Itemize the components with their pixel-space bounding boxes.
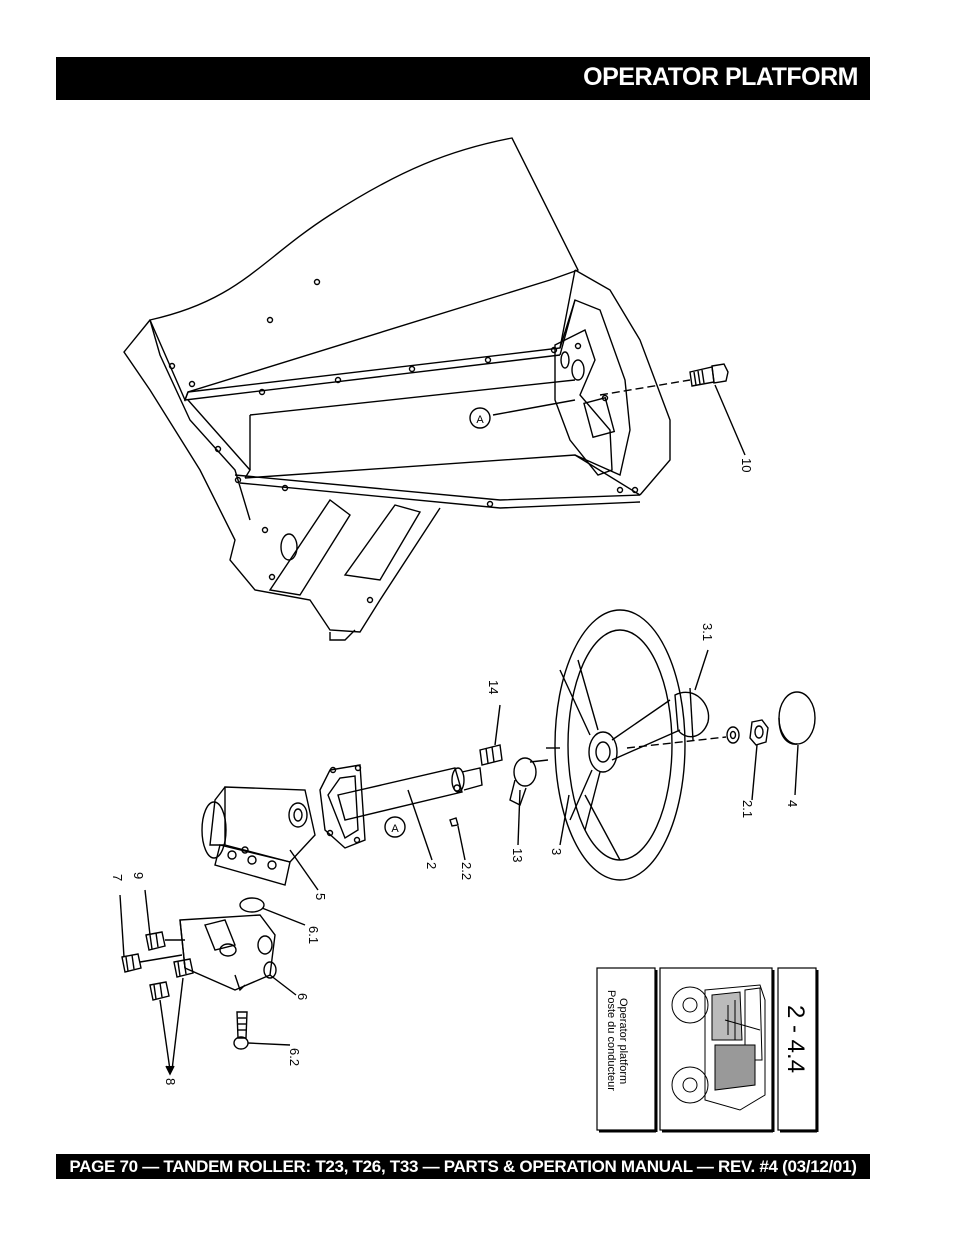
section-number: 2 - 4.4 bbox=[782, 1005, 809, 1073]
reference-a-upper: A bbox=[469, 407, 491, 429]
nut-washer-cap bbox=[626, 691, 816, 801]
callout-labels: 10 3.1 14 2.1 4 3 13 2.2 2 5 6.1 6 6.2 9… bbox=[110, 458, 800, 1085]
callout-6: 6 bbox=[295, 993, 310, 1000]
bolt-14-clamp-13 bbox=[479, 704, 537, 846]
page-header: OPERATOR PLATFORM bbox=[56, 57, 870, 100]
svg-text:A: A bbox=[476, 414, 484, 426]
svg-text:A: A bbox=[391, 823, 399, 835]
callout-7: 7 bbox=[110, 874, 125, 881]
page-title: OPERATOR PLATFORM bbox=[583, 63, 858, 91]
o-ring-6-1 bbox=[239, 897, 306, 926]
machine-thumbnail bbox=[671, 984, 766, 1111]
steering-wheel-3 bbox=[529, 609, 686, 881]
knob-3-1 bbox=[674, 649, 710, 741]
callout-8: 8 bbox=[163, 1078, 178, 1085]
fittings bbox=[119, 889, 194, 1076]
leader-lines bbox=[559, 794, 570, 846]
callout-4: 4 bbox=[785, 800, 800, 807]
callout-13: 13 bbox=[510, 848, 525, 862]
footer-text: PAGE 70 — TANDEM ROLLER: T23, T26, T33 —… bbox=[69, 1157, 857, 1176]
callout-2-1: 2.1 bbox=[740, 800, 755, 818]
caption-line2: Poste du conducteur bbox=[605, 990, 617, 1091]
steering-unit-5 bbox=[201, 786, 319, 891]
platform-frame bbox=[123, 137, 691, 641]
bolt-10 bbox=[689, 363, 746, 456]
callout-5: 5 bbox=[313, 893, 328, 900]
callout-3-1: 3.1 bbox=[700, 623, 715, 641]
callout-6-1: 6.1 bbox=[306, 926, 321, 944]
callout-3: 3 bbox=[549, 848, 564, 855]
page-footer: PAGE 70 — TANDEM ROLLER: T23, T26, T33 —… bbox=[56, 1154, 870, 1179]
bolt-6-2 bbox=[233, 1011, 291, 1050]
callout-6-2: 6.2 bbox=[287, 1048, 302, 1066]
callout-14: 14 bbox=[486, 680, 501, 694]
callout-2: 2 bbox=[424, 862, 439, 869]
reference-a-lower: A bbox=[384, 816, 406, 838]
steering-column-2 bbox=[319, 764, 483, 861]
valve-block-6 bbox=[179, 914, 297, 996]
callout-9: 9 bbox=[131, 872, 146, 879]
reference-box: Operator platform Poste du conducteur 2 … bbox=[596, 967, 819, 1133]
callout-10: 10 bbox=[739, 458, 754, 472]
callout-2-2: 2.2 bbox=[459, 862, 474, 880]
caption-line1: Operator platform bbox=[617, 998, 629, 1084]
